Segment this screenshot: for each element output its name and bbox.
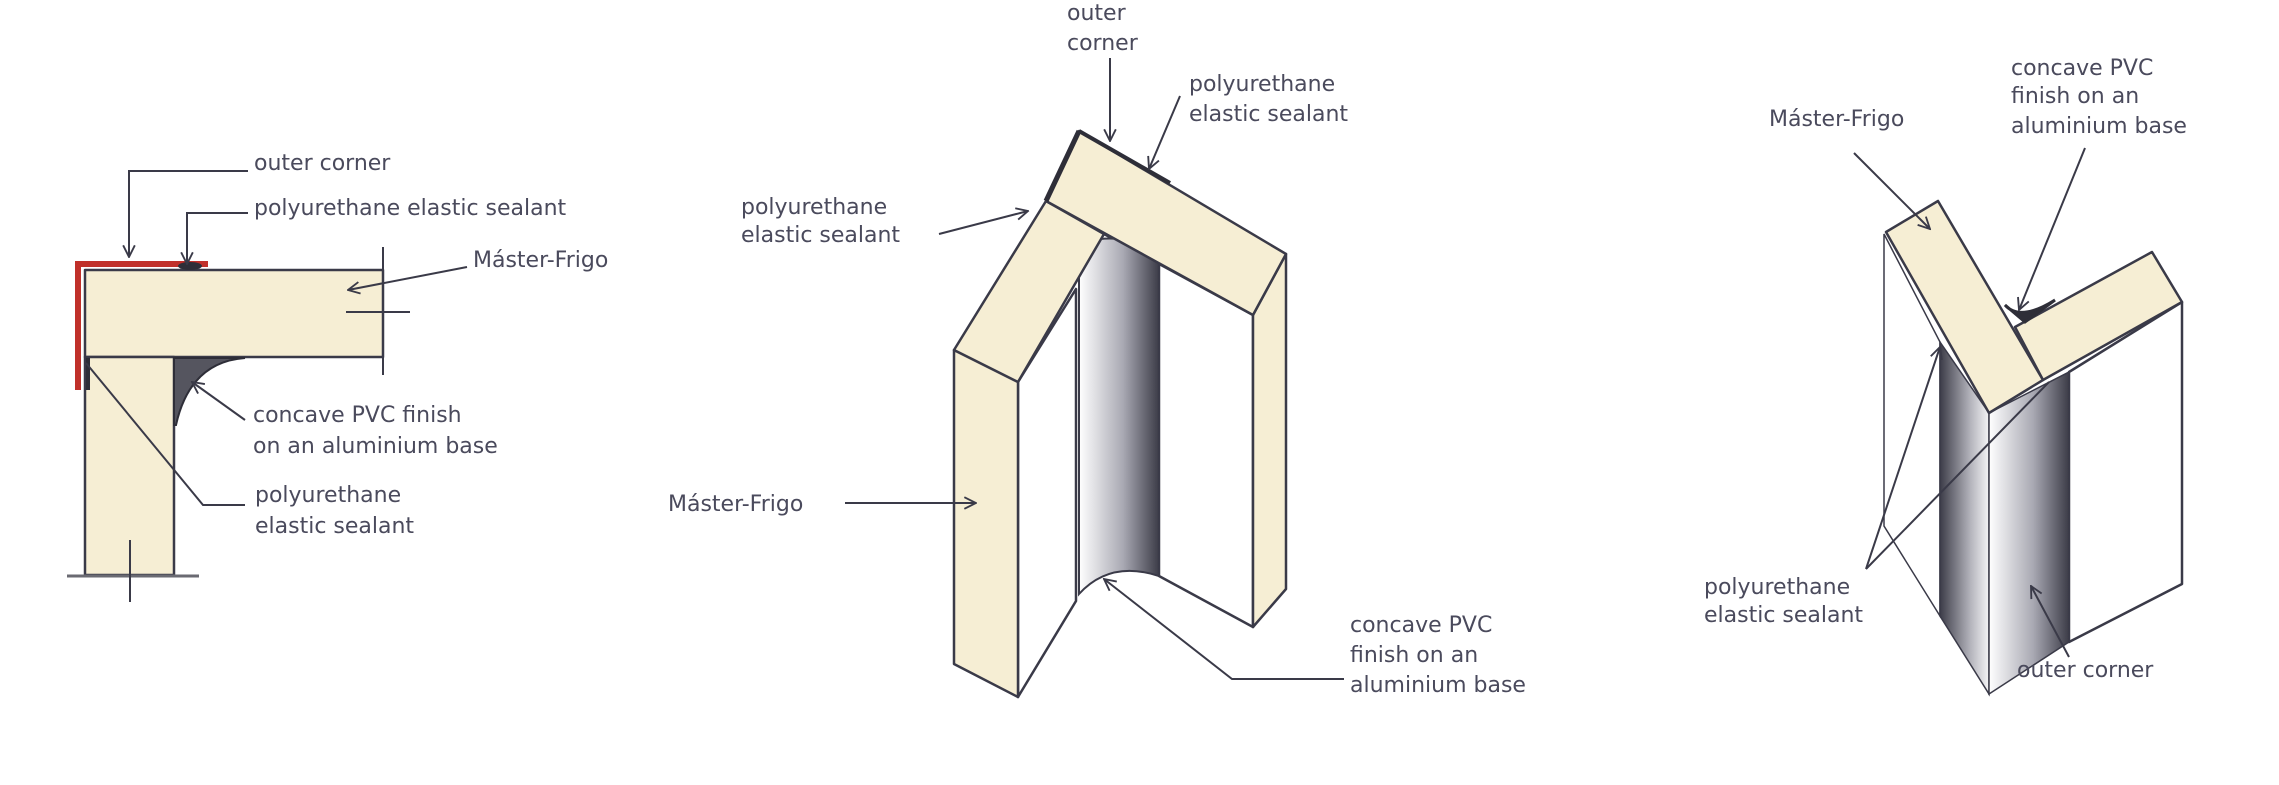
isometric-inner-corner-view: Máster-Frigo concave PVC finish on an al…	[1704, 56, 2187, 697]
leader-sealant-top	[187, 212, 248, 264]
label-master-frigo: Máster-Frigo	[668, 492, 803, 517]
label-sealant-left-line1: polyurethane	[741, 195, 887, 220]
master-frigo-panel-vertical	[83, 355, 176, 577]
leader-outer-corner	[129, 170, 248, 257]
label-sealant-bottom-line2: elastic sealant	[255, 514, 414, 539]
master-frigo-panel-horizontal	[83, 268, 385, 359]
leader-sealant-left	[938, 211, 1028, 235]
label-sealant-top: polyurethane elastic sealant	[254, 196, 567, 221]
leader-sealant-a	[1865, 347, 1940, 570]
label-outer-line2: corner	[1067, 31, 1139, 56]
leader-sealant-right	[1149, 95, 1181, 169]
label-master-frigo: Máster-Frigo	[1769, 107, 1904, 132]
label-concave-line2: finish on an	[2011, 84, 2139, 109]
master-frigo-right-face	[1251, 252, 1288, 629]
outer-corner-strip	[1043, 129, 1082, 203]
label-concave-line1: concave PVC finish	[253, 403, 462, 428]
leader-sealant-bottom	[85, 362, 245, 506]
label-sealant-line1: polyurethane	[1704, 575, 1850, 600]
label-outer-corner: outer corner	[254, 151, 391, 176]
label-sealant-right-line1: polyurethane	[1189, 72, 1335, 97]
leader-concave	[2019, 147, 2086, 310]
leader-sealant-b	[1865, 381, 2050, 570]
label-concave-line3: aluminium base	[2011, 114, 2187, 139]
leader-concave	[1104, 579, 1344, 680]
label-outer-line1: outer	[1067, 1, 1127, 26]
label-sealant-bottom-line1: polyurethane	[255, 483, 401, 508]
leader-master-frigo	[1853, 152, 1930, 229]
label-concave-line1: concave PVC	[1350, 613, 1492, 638]
label-concave-line2: finish on an	[1350, 643, 1478, 668]
master-frigo-left-face	[952, 348, 1020, 699]
concave-pvc-finish	[173, 357, 246, 426]
concave-pvc-cylinder	[1078, 237, 1160, 597]
plan-section-view: outer corner polyurethane elastic sealan…	[67, 151, 608, 602]
concave-pvc-finish	[2003, 298, 2056, 324]
leader-master-frigo	[348, 266, 468, 290]
master-frigo-left-top	[1884, 199, 2045, 415]
leader-outer-corner	[2031, 586, 2070, 658]
outer-corner-profile	[75, 261, 208, 390]
isometric-outer-corner-view: outer corner polyurethane elastic sealan…	[668, 1, 1526, 699]
label-sealant-left-line2: elastic sealant	[741, 223, 900, 248]
label-outer-corner: outer corner	[2017, 658, 2154, 683]
label-master-frigo: Máster-Frigo	[473, 248, 608, 273]
sealant-blob-top	[178, 262, 202, 270]
label-concave-line3: aluminium base	[1350, 673, 1526, 698]
label-sealant-right-line2: elastic sealant	[1189, 102, 1348, 127]
metal-front-face	[1988, 370, 2070, 696]
label-concave-line2: on an aluminium base	[253, 434, 498, 459]
label-sealant-line2: elastic sealant	[1704, 603, 1863, 628]
leader-concave	[192, 382, 246, 421]
outer-corner-strip-top	[1078, 129, 1171, 185]
label-concave-line1: concave PVC	[2011, 56, 2153, 81]
